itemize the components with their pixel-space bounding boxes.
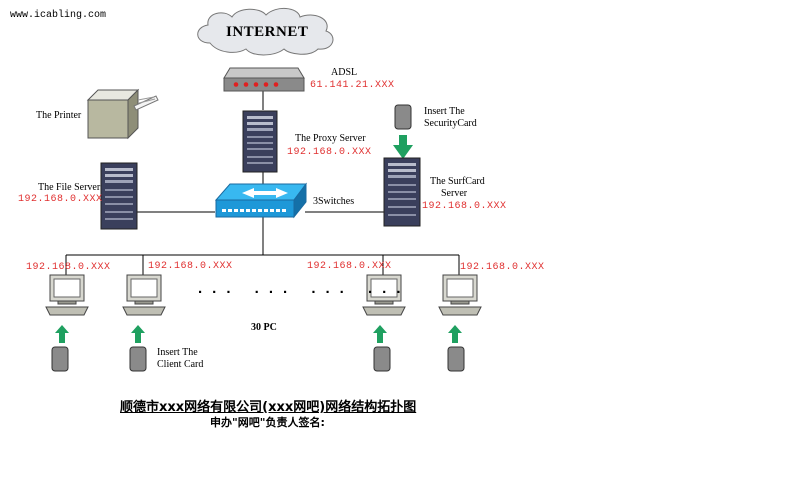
pc-2-icon xyxy=(122,274,166,316)
adsl-modem-icon xyxy=(223,67,305,92)
proxy-server-icon xyxy=(242,110,278,173)
pc-3-arrow-icon xyxy=(373,325,387,343)
security-card-label-2: SecurityCard xyxy=(424,118,477,129)
file-server-ip: 192.168.0.XXX xyxy=(18,194,103,205)
surfcard-ip: 192.168.0.XXX xyxy=(422,201,507,212)
pc-ellipsis: ... ... ... ... xyxy=(198,280,411,297)
file-server-label: The File Server xyxy=(38,182,101,193)
file-server-icon xyxy=(100,162,138,230)
website-label: www.icabling.com xyxy=(10,10,107,21)
internet-label: INTERNET xyxy=(226,24,309,40)
signature-line: 申办"网吧"负责人签名: xyxy=(210,416,325,429)
surfcard-label-1: The SurfCard xyxy=(430,176,485,187)
client-card-3-icon xyxy=(373,346,391,372)
surfcard-label-2: Server xyxy=(441,188,468,199)
diagram-title: 顺德市xxx网络有限公司(xxx网吧)网络结构拓扑图 xyxy=(120,400,417,415)
client-card-4-icon xyxy=(447,346,465,372)
pc-3-ip: 192.168.0.XXX xyxy=(307,261,392,272)
pc-1-icon xyxy=(45,274,89,316)
printer-label: The Printer xyxy=(36,110,82,121)
pc-2-arrow-icon xyxy=(131,325,145,343)
security-card-label-1: Insert The xyxy=(424,106,465,117)
pc-1-ip: 192.168.0.XXX xyxy=(26,262,111,273)
security-card-icon xyxy=(393,104,413,159)
client-card-label-1: Insert The xyxy=(157,347,198,358)
proxy-label: The Proxy Server xyxy=(295,133,366,144)
client-card-2-icon xyxy=(129,346,147,372)
switch-icon xyxy=(214,182,307,219)
switch-label: 3Switches xyxy=(313,196,355,207)
pc-4-arrow-icon xyxy=(448,325,462,343)
client-card-label-2: Client Card xyxy=(157,359,204,370)
client-card-1-icon xyxy=(51,346,69,372)
pc-1-arrow-icon xyxy=(55,325,69,343)
adsl-label: ADSL xyxy=(331,67,358,78)
printer-icon xyxy=(86,88,159,140)
pc-2-ip: 192.168.0.XXX xyxy=(148,261,233,272)
internet-cloud-icon xyxy=(197,8,334,56)
pc-4-icon xyxy=(438,274,482,316)
surfcard-server-icon xyxy=(383,157,421,227)
pc-3-icon xyxy=(362,274,406,316)
adsl-ip: 61.141.21.XXX xyxy=(310,80,395,91)
pc-4-ip: 192.168.0.XXX xyxy=(460,262,545,273)
proxy-ip: 192.168.0.XXX xyxy=(287,147,372,158)
pc-count-label: 30 PC xyxy=(251,322,277,333)
